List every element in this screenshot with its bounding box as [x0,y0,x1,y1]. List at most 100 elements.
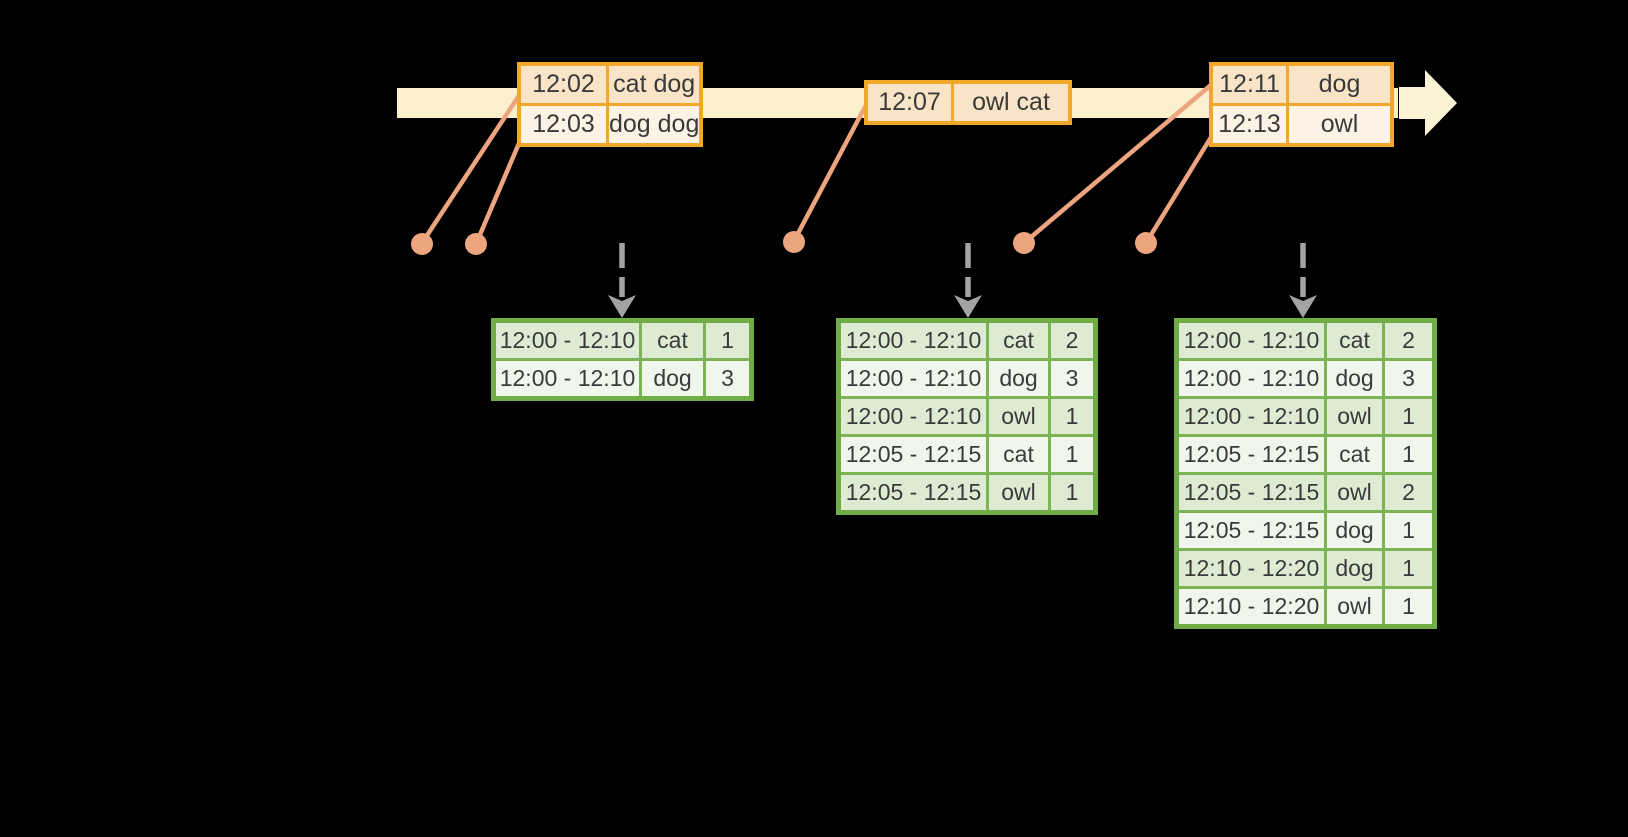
event-connector-4 [1021,82,1214,246]
window-cell: 12:00 - 12:10 [492,319,642,361]
count-cell: 1 [1382,548,1436,589]
table-row: 12:00 - 12:10 cat 2 [837,319,1097,361]
word-cell: owl [1324,472,1385,513]
trigger-arrow-2 [954,243,982,318]
count-cell: 2 [1382,472,1436,513]
word-cell: owl [986,396,1051,437]
table-row: 12:05 - 12:15 owl 2 [1175,472,1436,513]
table-row: 12:00 - 12:10 dog 3 [492,358,753,400]
window-cell: 12:00 - 12:10 [1175,396,1327,437]
word-cell: cat [1324,434,1385,475]
trigger-arrowhead-icon [1289,295,1317,318]
window-cell: 12:05 - 12:15 [1175,434,1327,475]
word-cell: owl [986,472,1051,514]
word-cell: cat [986,319,1051,361]
result-table-1: 12:00 - 12:10 cat 1 12:00 - 12:10 dog 3 [491,318,754,401]
count-cell: 1 [1382,434,1436,475]
table-row: 12:05 - 12:15 dog 1 [1175,510,1436,551]
word-cell: dog [986,358,1051,399]
event-words-cell: dog [1286,62,1394,106]
event-time-cell: 12:13 [1209,103,1289,147]
table-row: 12:05 - 12:15 cat 1 [837,434,1097,475]
table-row: 12:00 - 12:10 dog 3 [1175,358,1436,399]
event-dot-5 [1135,232,1157,254]
count-cell: 2 [1048,319,1097,361]
count-cell: 2 [1382,319,1436,361]
window-cell: 12:00 - 12:10 [492,358,642,400]
event-connector-2 [473,138,523,247]
word-cell: dog [639,358,706,400]
event-dots [411,231,1157,255]
table-row: 12:03 dog dog [517,103,703,147]
word-cell: cat [639,319,706,361]
table-row: 12:02 cat dog [517,62,703,106]
timeline-arrowhead-icon [1399,70,1457,136]
event-connector-3 [791,102,869,244]
event-words-cell: dog dog [606,103,703,147]
count-cell: 1 [703,319,753,361]
event-table-3: 12:11 dog 12:13 owl [1209,62,1394,147]
window-cell: 12:05 - 12:15 [837,472,989,514]
word-cell: dog [1324,358,1385,399]
event-connector-5 [1143,131,1216,246]
trigger-arrowhead-icon [954,295,982,318]
window-cell: 12:05 - 12:15 [837,434,989,475]
event-dot-4 [1013,232,1035,254]
event-dot-1 [411,233,433,255]
word-cell: owl [1324,396,1385,437]
count-cell: 1 [1048,434,1097,475]
window-cell: 12:00 - 12:10 [1175,358,1327,399]
result-table-2: 12:00 - 12:10 cat 2 12:00 - 12:10 dog 3 … [836,318,1098,515]
window-cell: 12:05 - 12:15 [1175,510,1327,551]
window-cell: 12:10 - 12:20 [1175,586,1327,628]
event-dot-2 [465,233,487,255]
table-row: 12:13 owl [1209,103,1394,147]
event-words-cell: cat dog [606,62,703,106]
window-cell: 12:00 - 12:10 [837,396,989,437]
event-words-cell: owl [1286,103,1394,147]
word-cell: dog [1324,548,1385,589]
event-connectors [419,82,1216,247]
count-cell: 1 [1382,396,1436,437]
event-connector-1 [419,91,523,246]
table-row: 12:00 - 12:10 owl 1 [1175,396,1436,437]
table-row: 12:11 dog [1209,62,1394,106]
trigger-arrow-3 [1289,243,1317,318]
count-cell: 1 [1048,472,1097,514]
window-cell: 12:00 - 12:10 [837,319,989,361]
table-row: 12:00 - 12:10 owl 1 [837,396,1097,437]
event-time-cell: 12:07 [864,80,954,125]
table-row: 12:07 owl cat [864,80,1072,125]
table-row: 12:00 - 12:10 cat 1 [492,319,753,361]
count-cell: 3 [703,358,753,400]
count-cell: 3 [1048,358,1097,399]
table-row: 12:10 - 12:20 owl 1 [1175,586,1436,628]
event-words-cell: owl cat [951,80,1072,125]
window-cell: 12:00 - 12:10 [1175,319,1327,361]
table-row: 12:00 - 12:10 dog 3 [837,358,1097,399]
count-cell: 1 [1382,510,1436,551]
trigger-arrowhead-icon [608,295,636,318]
table-row: 12:05 - 12:15 owl 1 [837,472,1097,514]
event-table-2: 12:07 owl cat [864,80,1072,125]
word-cell: dog [1324,510,1385,551]
event-table-1: 12:02 cat dog 12:03 dog dog [517,62,704,147]
window-cell: 12:00 - 12:10 [837,358,989,399]
word-cell: cat [1324,319,1385,361]
table-row: 12:10 - 12:20 dog 1 [1175,548,1436,589]
event-time-cell: 12:11 [1209,62,1289,106]
window-cell: 12:05 - 12:15 [1175,472,1327,513]
table-row: 12:00 - 12:10 cat 2 [1175,319,1436,361]
window-cell: 12:10 - 12:20 [1175,548,1327,589]
word-cell: owl [1324,586,1385,628]
count-cell: 1 [1048,396,1097,437]
table-row: 12:05 - 12:15 cat 1 [1175,434,1436,475]
result-table-3: 12:00 - 12:10 cat 2 12:00 - 12:10 dog 3 … [1174,318,1437,629]
count-cell: 3 [1382,358,1436,399]
count-cell: 1 [1382,586,1436,628]
event-time-cell: 12:02 [517,62,609,106]
trigger-arrow-1 [608,243,636,318]
event-dot-3 [783,231,805,253]
event-time-cell: 12:03 [517,103,609,147]
